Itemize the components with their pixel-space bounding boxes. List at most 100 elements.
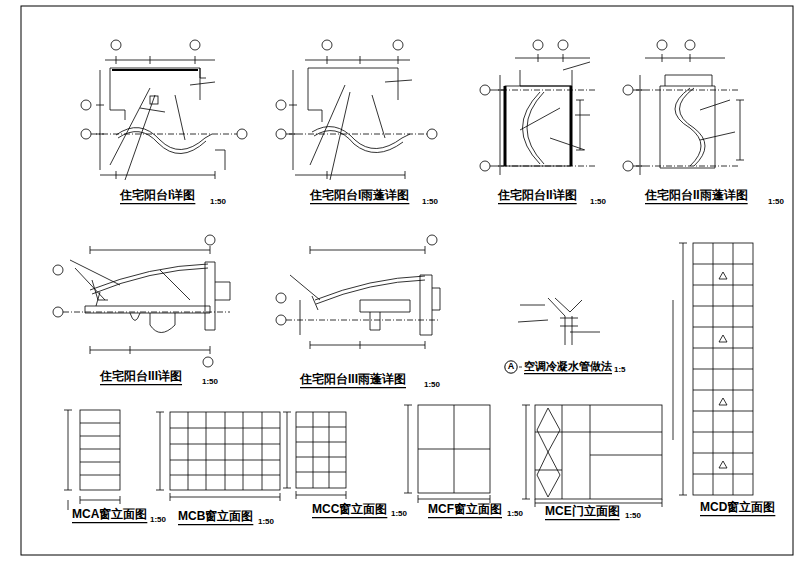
drawing-path	[308, 68, 398, 122]
view-title: MCE门立面图	[545, 505, 620, 518]
drawing-line	[195, 56, 196, 64]
drawing-line	[563, 54, 564, 62]
drawing-path	[693, 264, 753, 474]
scale-note: 1:50	[202, 378, 218, 387]
drawing-circle	[427, 235, 437, 245]
drawing-path	[420, 275, 440, 335]
drawing-path	[295, 171, 405, 179]
drawing-line	[310, 341, 311, 349]
drawing-line	[210, 346, 211, 354]
view-title: 住宅阳台II雨蓬详图	[645, 189, 748, 202]
drawing-rect	[170, 412, 280, 490]
drawing-circle	[623, 85, 633, 95]
drawing-path	[64, 410, 72, 510]
scale-note: 1:50	[507, 510, 523, 519]
drawing-g	[276, 40, 437, 180]
drawing-circle	[53, 265, 63, 275]
drawing-line	[105, 60, 215, 61]
drawing-path	[675, 88, 701, 166]
drawing-path	[523, 92, 541, 164]
drawing-circle	[533, 40, 543, 50]
drawing-circle	[276, 129, 286, 139]
drawing-line	[690, 54, 691, 62]
drawing-circle	[393, 40, 403, 50]
drawing-path	[110, 68, 206, 120]
drawing-line	[91, 134, 237, 135]
drawing-rect	[535, 405, 662, 499]
drawing-g	[156, 412, 280, 501]
scale-note: 1:50	[768, 198, 784, 207]
scale-note: 1:50	[424, 381, 440, 390]
drawing-line	[90, 246, 91, 254]
view-title: 空调冷凝水管做法	[524, 360, 612, 372]
tag-circle	[505, 361, 517, 373]
title-underline	[524, 373, 612, 374]
title-underline	[120, 203, 195, 204]
drawing-path	[170, 493, 280, 501]
drawing-line	[360, 56, 361, 64]
drawing-circle	[480, 161, 490, 171]
drawing-line	[130, 346, 131, 354]
drawing-path	[112, 69, 198, 71]
drawing-path	[537, 452, 560, 497]
drawing-path	[118, 132, 206, 154]
drawing-path	[418, 495, 490, 503]
drawing-path	[520, 70, 572, 86]
scale-note: 1:50	[590, 198, 606, 207]
drawing-circle	[623, 161, 633, 171]
drawing-path	[80, 423, 120, 475]
drawing-line	[633, 166, 740, 167]
drawing-g	[522, 405, 662, 507]
title-underline	[428, 517, 502, 518]
drawing-line	[310, 345, 425, 346]
drawing-circle	[81, 129, 91, 139]
drawing-circle	[427, 129, 437, 139]
view-title: MCD窗立面图	[700, 501, 775, 514]
drawing-path	[296, 491, 346, 499]
drawing-path	[170, 428, 280, 475]
title-underline	[700, 515, 775, 516]
drawing-circle	[111, 40, 121, 50]
drawing-line	[286, 134, 427, 135]
drawing-path	[92, 280, 108, 306]
detail-tag-circle: A	[504, 360, 518, 374]
title-underline	[178, 524, 253, 525]
drawing-rect	[80, 410, 120, 490]
drawing-line	[310, 250, 425, 251]
drawing-rect	[296, 412, 346, 488]
view-title: 住宅阳台III雨蓬详图	[300, 373, 406, 386]
view-title: MCF窗立面图	[428, 503, 502, 516]
drawing-rect	[150, 96, 158, 104]
drawing-path	[110, 82, 215, 180]
drawing-path	[70, 260, 190, 300]
drawing-path	[92, 268, 208, 294]
drawing-g	[64, 410, 120, 510]
drawing-rect	[693, 243, 753, 495]
drawing-circle	[480, 85, 490, 95]
drawing-path	[537, 408, 560, 452]
drawing-path	[130, 313, 175, 333]
drawing-circle	[657, 40, 667, 50]
drawing-path	[680, 88, 706, 166]
drawing-line	[305, 60, 410, 61]
drawing-path	[290, 275, 320, 335]
drawing-circle	[558, 40, 568, 50]
drawing-path	[404, 405, 412, 493]
drawing-line	[90, 346, 91, 354]
drawing-g	[276, 235, 440, 349]
view-title: MCB窗立面图	[178, 510, 253, 523]
drawing-line	[515, 58, 590, 59]
scale-note: 1:50	[625, 512, 641, 521]
scale-note: 1:50	[150, 516, 166, 525]
drawing-line	[327, 56, 328, 64]
drawing-path	[548, 298, 582, 345]
drawing-circle	[205, 235, 215, 245]
drawing-circle	[685, 40, 695, 50]
drawing-g	[283, 412, 346, 499]
drawing-path	[418, 405, 490, 493]
drawing-path	[80, 496, 120, 504]
drawing-path	[522, 405, 530, 499]
